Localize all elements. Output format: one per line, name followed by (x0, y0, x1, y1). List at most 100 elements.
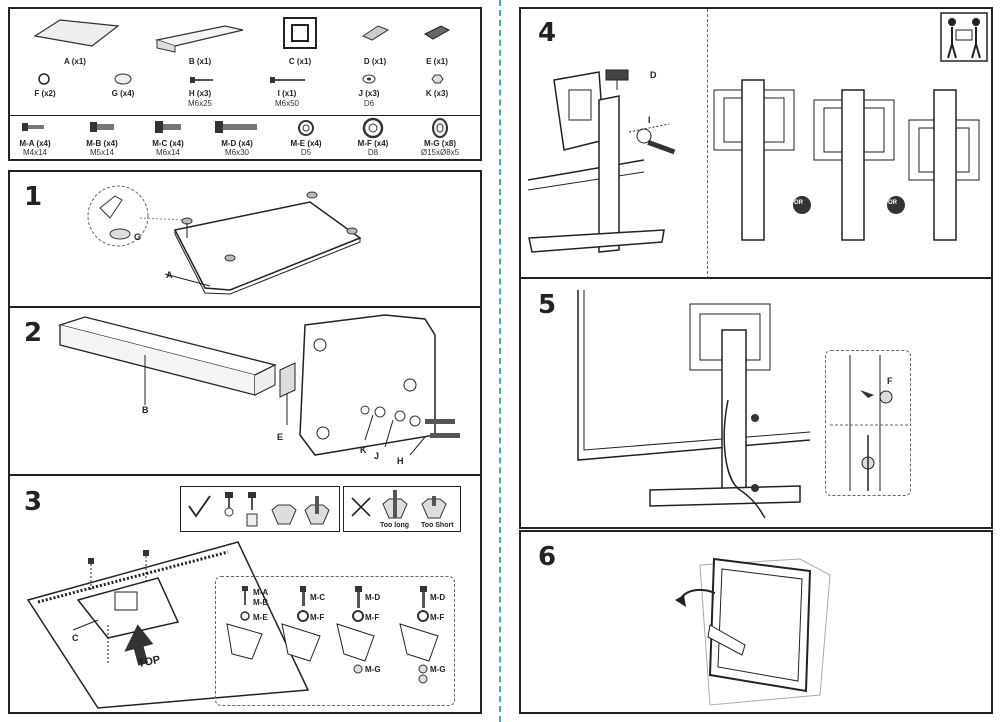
step-4-stand-illustration (527, 69, 676, 253)
part-j-label: J (x3) (358, 89, 380, 98)
part-m-b-spec: M5x14 (89, 148, 115, 157)
part-e-label: E (x1) (426, 57, 448, 66)
part-i-label: I (x1) (277, 89, 297, 98)
callout-m-f-2: M-F (365, 613, 380, 622)
part-m-b-label: M-B (x4) (86, 139, 118, 148)
part-m-e-label: M-E (x4) (290, 139, 322, 148)
step-5-cable-management-illustration (577, 290, 811, 519)
part-m-f-label: M-F (x4) (357, 139, 389, 148)
two-person-lift-icon (940, 12, 988, 62)
part-i-spec: M6x50 (274, 99, 300, 108)
part-m-g-spacer-icon (432, 118, 448, 138)
part-m-a-label: M-A (x4) (19, 139, 51, 148)
step-2-callout-k: K (360, 445, 367, 455)
too-short-label: Too Short (421, 522, 454, 529)
part-m-b-screw-icon (90, 122, 114, 132)
part-m-a-screw-icon (22, 123, 44, 131)
callout-m-b: M-B (253, 598, 269, 607)
step-2-callout-j: J (374, 451, 380, 461)
screw-options-illustration (226, 586, 439, 684)
callout-m-d-2: M-D (430, 593, 446, 602)
part-j-spec: D6 (363, 99, 375, 108)
part-i-long-screw-icon (270, 77, 305, 83)
part-d-cap-icon (361, 25, 390, 41)
callout-m-g-1: M-G (365, 665, 381, 674)
part-b-label: B (x1) (188, 57, 212, 66)
part-a-plate-icon (33, 19, 120, 47)
step-2-callout-b: B (142, 405, 149, 415)
step-5-panel (519, 277, 993, 529)
callout-m-f-3: M-F (430, 613, 445, 622)
step-4-callout-i: I (648, 115, 651, 125)
step-5-clip-detail-illustration (830, 355, 908, 491)
step-1-base-plate-illustration (87, 185, 362, 295)
part-g-label: G (x4) (111, 89, 135, 98)
callout-m-e: M-E (253, 613, 268, 622)
part-m-f-spec: D8 (367, 148, 379, 157)
step-2-callout-e: E (277, 432, 284, 442)
part-j-washer-icon (362, 74, 376, 84)
part-h-spec: M6x25 (187, 99, 213, 108)
part-e-bracket-icon (423, 25, 451, 40)
part-c-label: C (x1) (288, 57, 312, 66)
part-a-label: A (x1) (64, 57, 86, 66)
incorrect-hardware-illustration (382, 490, 447, 519)
step-5-number: 5 (538, 290, 557, 320)
step-2-callout-h: H (397, 456, 404, 466)
part-m-c-label: M-C (x4) (152, 139, 184, 148)
part-f-label: F (x2) (34, 89, 56, 98)
part-f-cable-clip-icon (38, 73, 50, 85)
part-d-label: D (x1) (363, 57, 387, 66)
step-4-callout-d: D (650, 70, 657, 80)
step-5-detail-callout (825, 350, 911, 496)
correct-usage-box (180, 486, 340, 532)
step-6-rotate-monitor-illustration (675, 557, 831, 706)
part-h-label: H (x3) (188, 89, 212, 98)
too-long-label: Too long (380, 522, 410, 529)
part-b-column-icon (154, 25, 244, 53)
part-k-nut-icon (431, 74, 444, 84)
step-3-panel (8, 474, 482, 714)
page-divider (499, 0, 501, 722)
or-badge-1: OR (794, 200, 803, 206)
part-m-d-spec: M6x30 (224, 148, 250, 157)
parts-list-panel (8, 7, 482, 161)
part-m-f-washer-icon (362, 117, 384, 139)
part-m-g-spec: Ø15xØ8x5 (420, 148, 460, 157)
part-m-d-label: M-D (x4) (221, 139, 253, 148)
step-6-number: 6 (538, 542, 557, 572)
part-k-label: K (x3) (425, 89, 449, 98)
part-m-c-spec: M6x14 (155, 148, 181, 157)
part-m-g-label: M-G (x8) (424, 139, 456, 148)
part-m-d-screw-icon (215, 121, 257, 133)
part-m-e-washer-icon (298, 120, 314, 136)
part-m-a-spec: M4x14 (22, 148, 48, 157)
part-g-foot-pad-icon (114, 73, 132, 85)
step-1-number: 1 (24, 182, 43, 212)
correct-hardware-illustration (224, 492, 330, 527)
callout-m-f-1: M-F (310, 613, 325, 622)
step-4-plate-height-options (713, 79, 980, 241)
step-6-panel (519, 530, 993, 714)
check-icon (188, 495, 211, 518)
part-h-screw-icon (190, 77, 213, 83)
part-c-vesa-plate-icon (283, 17, 317, 49)
step-1-callout-a: A (166, 270, 173, 280)
step-2-number: 2 (24, 318, 43, 348)
callout-m-d-1: M-D (365, 593, 381, 602)
or-badge-2: OR (888, 200, 897, 206)
callout-m-g-2: M-G (430, 665, 446, 674)
screw-options-panel (215, 576, 455, 706)
step-5-callout-f: F (887, 376, 893, 386)
part-m-e-spec: D5 (300, 148, 312, 157)
incorrect-usage-box (343, 486, 461, 532)
cross-icon (351, 497, 371, 517)
step-3-monitor-back-illustration (26, 541, 310, 709)
part-m-c-screw-icon (155, 121, 181, 133)
callout-m-a: M-A (253, 588, 269, 597)
step-3-number: 3 (24, 487, 43, 517)
step-2-column-illustration (57, 314, 460, 456)
step-4-number: 4 (538, 18, 557, 48)
step-3-callout-c: C (72, 633, 79, 643)
step-1-callout-g: G (134, 232, 142, 242)
